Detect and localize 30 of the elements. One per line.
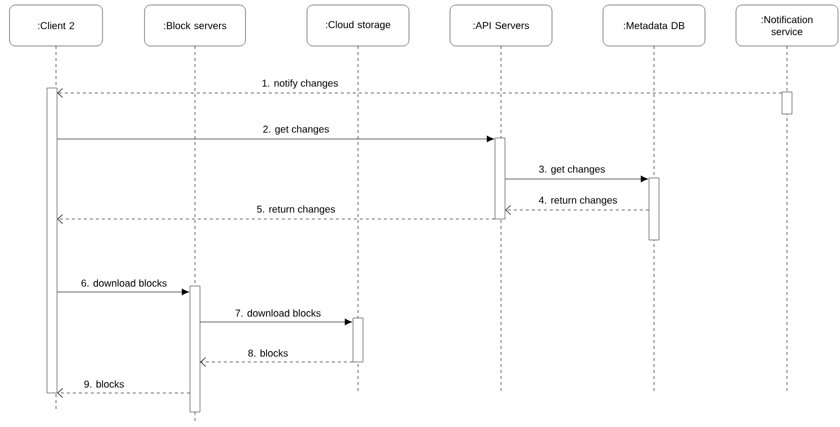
activation-bar	[494, 138, 506, 220]
message-arrow	[56, 136, 494, 142]
participant-box: :Client 2	[9, 4, 103, 46]
message-label: 3. get changes	[538, 164, 606, 176]
activation-bar	[782, 92, 792, 114]
message-label: 8. blocks	[246, 348, 290, 358]
message-arrow	[505, 205, 650, 215]
message-label: 6. download blocks	[80, 278, 168, 288]
activation-bar	[46, 88, 58, 394]
message-arrow	[57, 214, 496, 224]
message-arrow	[57, 88, 782, 98]
message-arrow	[56, 288, 190, 296]
message-arrow	[57, 388, 190, 398]
activation-bar	[648, 178, 660, 240]
activation-bar	[190, 286, 200, 412]
participant-box: :API Servers	[450, 4, 552, 46]
message-label: 5. return changes	[256, 204, 336, 216]
participant-box: :Notification service	[736, 4, 838, 46]
message-label: 4. return changes	[538, 195, 618, 207]
message-label: 9. blocks	[82, 379, 126, 389]
message-arrow	[200, 357, 354, 367]
message-label: 1. notify changes	[260, 78, 340, 90]
activation-bar	[352, 318, 364, 362]
message-arrow	[200, 318, 352, 326]
participant-box: :Cloud storage	[306, 4, 410, 46]
message-label: 7. download blocks	[234, 308, 322, 318]
participant-box: :Metadata DB	[602, 4, 706, 46]
message-arrow	[504, 176, 648, 182]
participant-box: :Block servers	[144, 4, 246, 46]
message-label: 2. get changes	[262, 124, 330, 136]
